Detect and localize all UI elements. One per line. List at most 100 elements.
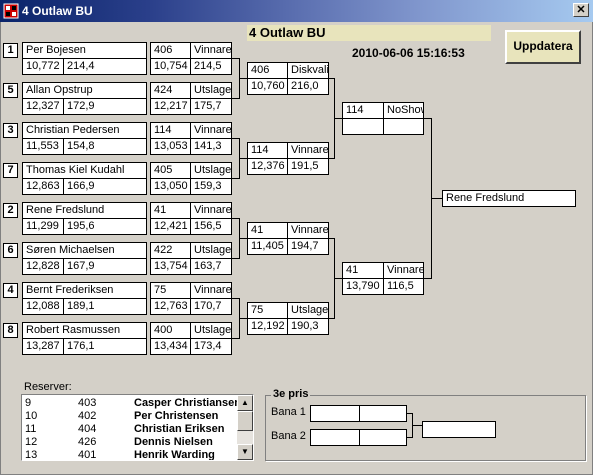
result-status: NoShow <box>383 102 424 119</box>
final-speed: 175,7 <box>190 98 232 115</box>
lane-number: 422 <box>150 242 191 259</box>
elapsed-time: 10,760 <box>247 78 288 95</box>
bracket-line <box>431 198 442 199</box>
third-prize-group <box>265 395 586 461</box>
reaction-time: 12,327 <box>22 98 64 115</box>
title-bar: 4 Outlaw BU ✕ <box>0 0 593 22</box>
reaction-time: 12,088 <box>22 298 64 315</box>
bracket-line <box>424 278 432 279</box>
result-status: Vinnare <box>190 42 232 59</box>
seed-number: 1 <box>3 43 18 58</box>
bracket-line <box>424 118 432 119</box>
third-prize-winner <box>422 421 496 438</box>
elapsed-time: 12,376 <box>247 158 288 175</box>
bracket-line <box>329 78 335 79</box>
lane-number: 114 <box>247 142 288 159</box>
elapsed-time: 12,192 <box>247 318 288 335</box>
final-speed: 173,4 <box>190 338 232 355</box>
bracket-line <box>232 178 240 179</box>
result-status: Vinnare <box>287 222 329 239</box>
lane-number: 41 <box>247 222 288 239</box>
lane-number: 41 <box>150 202 191 219</box>
elapsed-time: 12,217 <box>150 98 191 115</box>
bracket-line <box>239 238 247 239</box>
result-status: Utslagen <box>190 242 232 259</box>
player-name: Per Bojesen <box>22 42 147 59</box>
scroll-up-icon[interactable]: ▲ <box>237 395 253 411</box>
elapsed-time: 13,050 <box>150 178 191 195</box>
speed: 172,9 <box>63 98 147 115</box>
winner-name: Rene Fredslund <box>442 190 576 207</box>
final-speed: 191,5 <box>287 158 329 175</box>
final-speed: 170,7 <box>190 298 232 315</box>
page-title: 4 Outlaw BU <box>247 25 491 41</box>
elapsed-time: 13,053 <box>150 138 191 155</box>
player-name: Christian Pedersen <box>22 122 147 139</box>
reaction-time: 10,772 <box>22 58 64 75</box>
third-prize-legend: 3e pris <box>271 388 311 400</box>
elapsed-time: 12,421 <box>150 218 191 235</box>
lane-number: 405 <box>150 162 191 179</box>
final-speed: 190,3 <box>287 318 329 335</box>
seed-number: 8 <box>3 323 18 338</box>
bracket-line <box>232 258 240 259</box>
third-prize-lane1-a <box>310 405 360 422</box>
lane2-label: Bana 2 <box>271 430 306 442</box>
lane-number: 75 <box>150 282 191 299</box>
seed-number: 6 <box>3 243 18 258</box>
bracket-line <box>329 158 335 159</box>
third-prize-lane1-b <box>359 405 407 422</box>
result-status: Utslagen <box>190 82 232 99</box>
result-status: Vinnare <box>190 202 232 219</box>
lane1-label: Bana 1 <box>271 406 306 418</box>
player-name: Søren Michaelsen <box>22 242 147 259</box>
result-status: Vinnare <box>287 142 329 159</box>
final-speed: 141,3 <box>190 138 232 155</box>
bracket-line <box>239 78 247 79</box>
final-speed: 214,5 <box>190 58 232 75</box>
bracket-line <box>232 138 240 139</box>
bracket-line <box>239 318 247 319</box>
result-status: Utslagen <box>287 302 329 319</box>
speed: 176,1 <box>63 338 147 355</box>
result-status: Diskvalif <box>287 62 329 79</box>
reaction-time: 11,299 <box>22 218 64 235</box>
result-status: Vinnare <box>190 122 232 139</box>
datetime-label: 2010-06-06 15:16:53 <box>352 46 465 60</box>
update-button[interactable]: Uppdatera <box>505 30 581 64</box>
speed: 189,1 <box>63 298 147 315</box>
reaction-time: 13,287 <box>22 338 64 355</box>
player-name: Robert Rasmussen <box>22 322 147 339</box>
final-speed: 194,7 <box>287 238 329 255</box>
final-speed: 216,0 <box>287 78 329 95</box>
bracket-line <box>334 118 342 119</box>
bracket-line <box>232 298 240 299</box>
bracket-line <box>232 98 240 99</box>
lane-number: 114 <box>342 102 384 119</box>
speed: 154,8 <box>63 138 147 155</box>
seed-number: 3 <box>3 123 18 138</box>
elapsed-time: 13,790 <box>342 278 384 295</box>
elapsed-time: 12,763 <box>150 298 191 315</box>
elapsed-time: 13,434 <box>150 338 191 355</box>
player-name: Allan Opstrup <box>22 82 147 99</box>
lane-number: 41 <box>342 262 384 279</box>
reaction-time: 12,863 <box>22 178 64 195</box>
speed: 214,4 <box>63 58 147 75</box>
final-speed: 163,7 <box>190 258 232 275</box>
bracket-line <box>329 318 335 319</box>
bracket-line <box>232 58 240 59</box>
final-speed: 116,5 <box>383 278 424 295</box>
bracket-line <box>329 238 335 239</box>
scroll-thumb[interactable] <box>237 411 253 431</box>
final-speed: 159,3 <box>190 178 232 195</box>
third-prize-lane2-b <box>359 429 407 446</box>
result-status: Utslagen <box>190 322 232 339</box>
bracket-line <box>232 338 240 339</box>
reserves-scrollbar[interactable]: ▲ ▼ <box>237 395 253 460</box>
lane-number: 75 <box>247 302 288 319</box>
app-icon <box>3 3 19 19</box>
close-button[interactable]: ✕ <box>573 3 589 17</box>
scroll-down-icon[interactable]: ▼ <box>237 444 253 460</box>
